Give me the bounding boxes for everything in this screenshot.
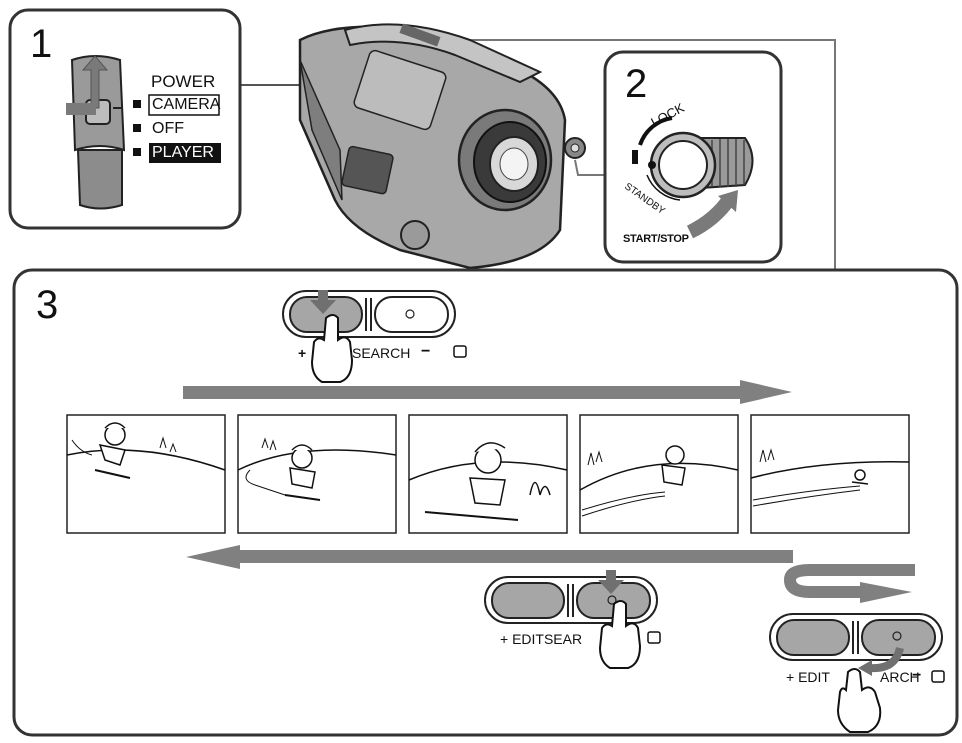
release-arrow-icon bbox=[869, 646, 904, 673]
step-number-3: 3 bbox=[36, 283, 59, 327]
camera-mode-frame bbox=[148, 94, 220, 116]
power-switch bbox=[66, 55, 126, 210]
forward-arrow-head bbox=[740, 380, 792, 404]
power-label: POWER bbox=[151, 72, 216, 91]
mode-player: PLAYER bbox=[152, 144, 214, 161]
pointing-hand-icon bbox=[310, 314, 354, 383]
loop-arrow-icon bbox=[783, 564, 915, 603]
frame-2 bbox=[237, 414, 397, 534]
top-search-button-pair bbox=[282, 290, 456, 338]
pointing-hand-icon-mid bbox=[598, 600, 642, 669]
press-arrow-icon bbox=[310, 290, 336, 314]
press-arrow-icon-mid bbox=[598, 570, 624, 594]
player-mode-highlight bbox=[149, 143, 221, 163]
switch-lever bbox=[66, 103, 96, 115]
pointing-hand-icon-right bbox=[836, 668, 882, 733]
top-plus-label: + bbox=[298, 345, 307, 361]
camera-icon-right bbox=[931, 670, 945, 683]
frame-4 bbox=[579, 414, 739, 534]
forward-arrow-shaft bbox=[183, 386, 748, 399]
mode-off: OFF bbox=[152, 120, 184, 137]
step-number-1: 1 bbox=[30, 22, 53, 66]
right-edit-label: + EDIT bbox=[786, 669, 830, 685]
frame-5 bbox=[750, 414, 910, 534]
frame-3 bbox=[408, 414, 568, 534]
right-editsearch-button-pair bbox=[769, 613, 943, 676]
up-arrow-icon bbox=[81, 55, 109, 109]
top-search-label: SEARCH bbox=[352, 345, 411, 361]
reverse-arrow-shaft bbox=[238, 550, 793, 563]
mid-editsearch-label: + EDITSEAR bbox=[500, 631, 583, 647]
camera-icon-mid bbox=[647, 631, 661, 644]
mode-marker-player bbox=[133, 148, 141, 156]
frame-1 bbox=[66, 414, 226, 534]
panel-step1 bbox=[8, 8, 242, 230]
camcorder-illustration bbox=[298, 23, 586, 278]
camera-icon-top bbox=[453, 345, 467, 358]
connector-line-2 bbox=[574, 159, 605, 176]
startstop-label: START/STOP bbox=[623, 233, 689, 245]
reverse-arrow-head bbox=[186, 545, 240, 569]
connector-line-3 bbox=[470, 39, 836, 270]
right-arch-label: ARCH bbox=[880, 669, 920, 685]
step-number-2: 2 bbox=[625, 62, 648, 106]
mode-marker-off bbox=[133, 124, 141, 132]
top-minus-label: − bbox=[421, 343, 431, 360]
mid-editsearch-button-pair bbox=[484, 570, 658, 624]
startstop-dial bbox=[632, 116, 754, 239]
right-minus-label: − bbox=[912, 667, 922, 684]
mode-camera: CAMERA bbox=[152, 96, 221, 113]
mode-marker-camera bbox=[133, 100, 141, 108]
